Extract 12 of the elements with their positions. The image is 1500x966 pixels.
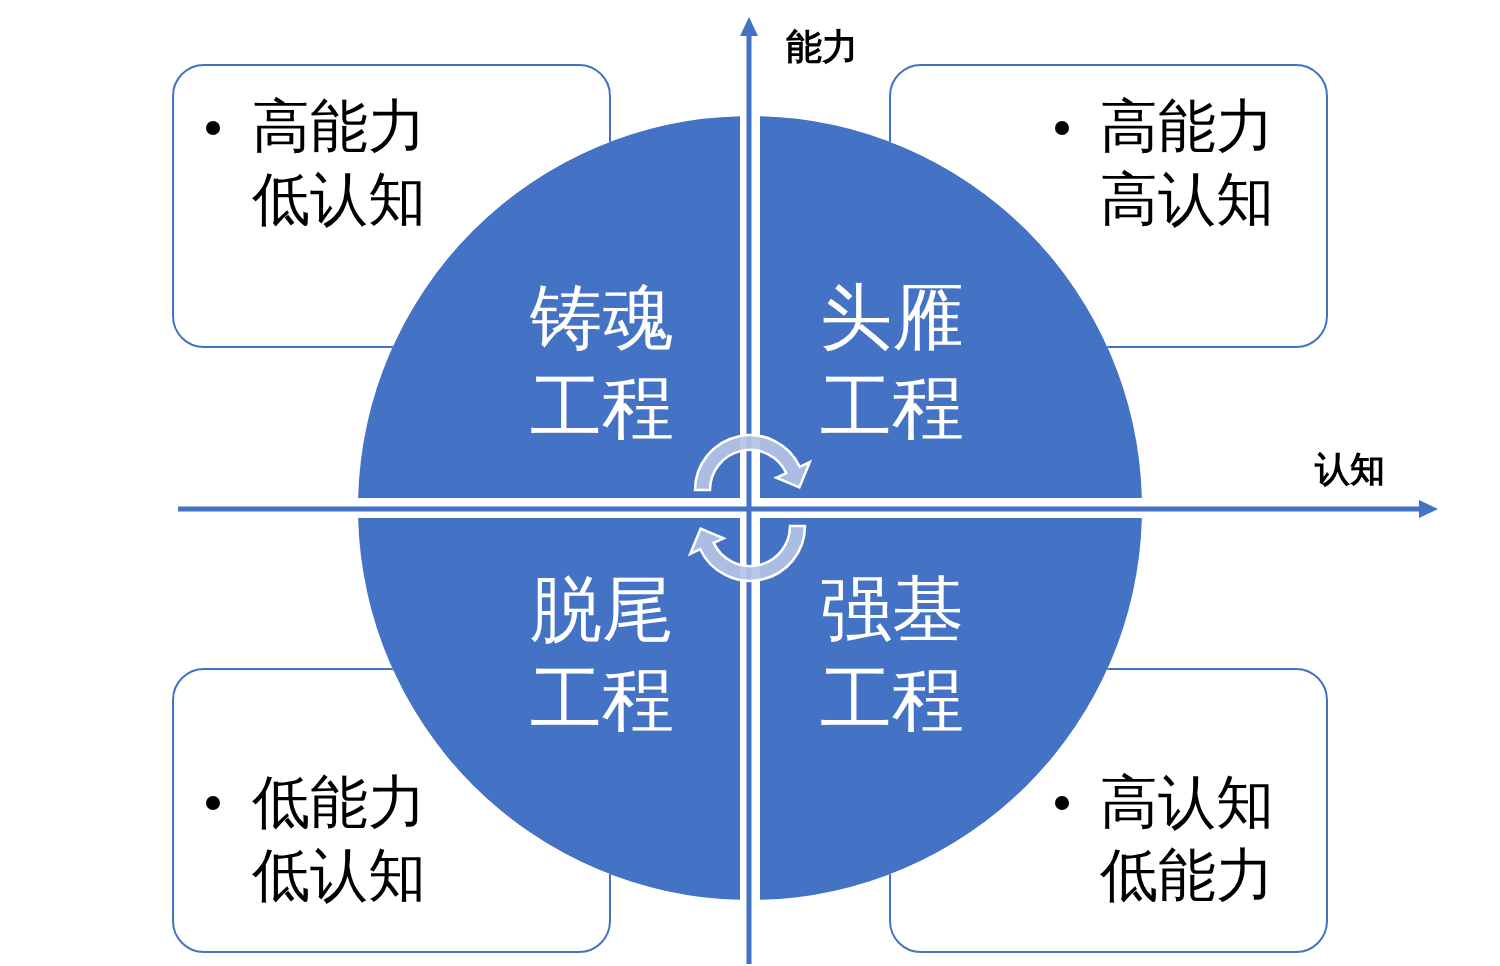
quadrant-label: 脱尾工程: [530, 568, 675, 741]
quadrant-label: 强基工程: [820, 568, 965, 741]
quadrant-label: 头雁工程: [820, 276, 965, 449]
axis-label: 能力: [786, 29, 858, 65]
card-text: 高能力低认知: [252, 92, 427, 233]
axis-label: 认知: [1315, 451, 1385, 486]
card-text: 低能力低认知: [252, 768, 427, 909]
card-text: 高能力高认知: [1100, 92, 1275, 233]
card-text: 高认知低能力: [1100, 768, 1275, 909]
cycle-arrow: [688, 524, 807, 583]
cycle-arrow: [693, 433, 812, 492]
quadrant-label: 铸魂工程: [530, 276, 675, 449]
